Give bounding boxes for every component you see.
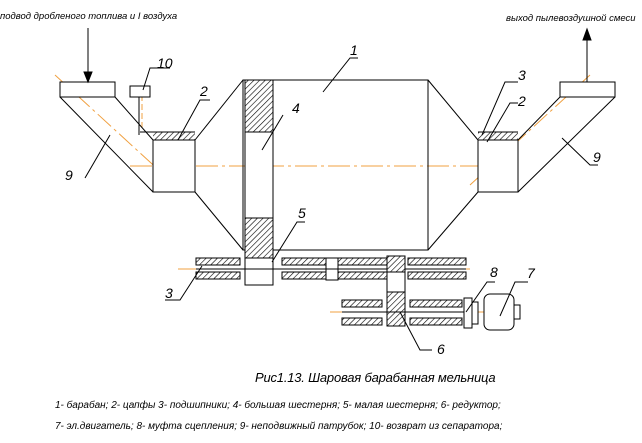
callout-2-right: 2 bbox=[517, 93, 526, 109]
callout-3-top: 3 bbox=[518, 67, 526, 83]
callouts: 1 2 2 3 3 4 5 6 7 8 9 9 10 bbox=[65, 42, 601, 357]
outlet-annotation: выход пылевоздушной смеси bbox=[506, 13, 636, 24]
reducer bbox=[341, 255, 470, 327]
large-gear bbox=[244, 79, 274, 286]
leader-lines bbox=[84, 57, 598, 351]
flow-arrows bbox=[83, 27, 592, 84]
callout-9-left: 9 bbox=[65, 167, 73, 183]
figure-caption: Рис1.13. Шаровая барабанная мельница bbox=[255, 370, 496, 385]
legend-line-2: 7- эл.двигатель; 8- муфта сцепления; 9- … bbox=[55, 421, 503, 432]
callout-9-right: 9 bbox=[593, 149, 601, 165]
left-trunnion-assembly bbox=[59, 81, 196, 193]
right-trunnion-assembly bbox=[477, 81, 616, 193]
callout-1: 1 bbox=[350, 42, 358, 58]
separator-return bbox=[129, 85, 151, 135]
drive-shaft bbox=[195, 257, 467, 281]
callout-2-left: 2 bbox=[199, 83, 208, 99]
callout-3-bottom: 3 bbox=[165, 285, 173, 301]
callout-6: 6 bbox=[437, 341, 445, 357]
callout-4: 4 bbox=[292, 100, 300, 116]
callout-7: 7 bbox=[527, 265, 536, 281]
drum bbox=[194, 79, 479, 251]
callout-8: 8 bbox=[490, 264, 498, 280]
legend-line-1: 1- барабан; 2- цапфы 3- подшипники; 4- б… bbox=[55, 400, 501, 411]
callout-10: 10 bbox=[157, 55, 173, 71]
motor-assembly bbox=[463, 293, 521, 331]
callout-5: 5 bbox=[298, 205, 306, 221]
inlet-annotation: подвод дробленого топлива и I воздуха bbox=[0, 11, 177, 22]
